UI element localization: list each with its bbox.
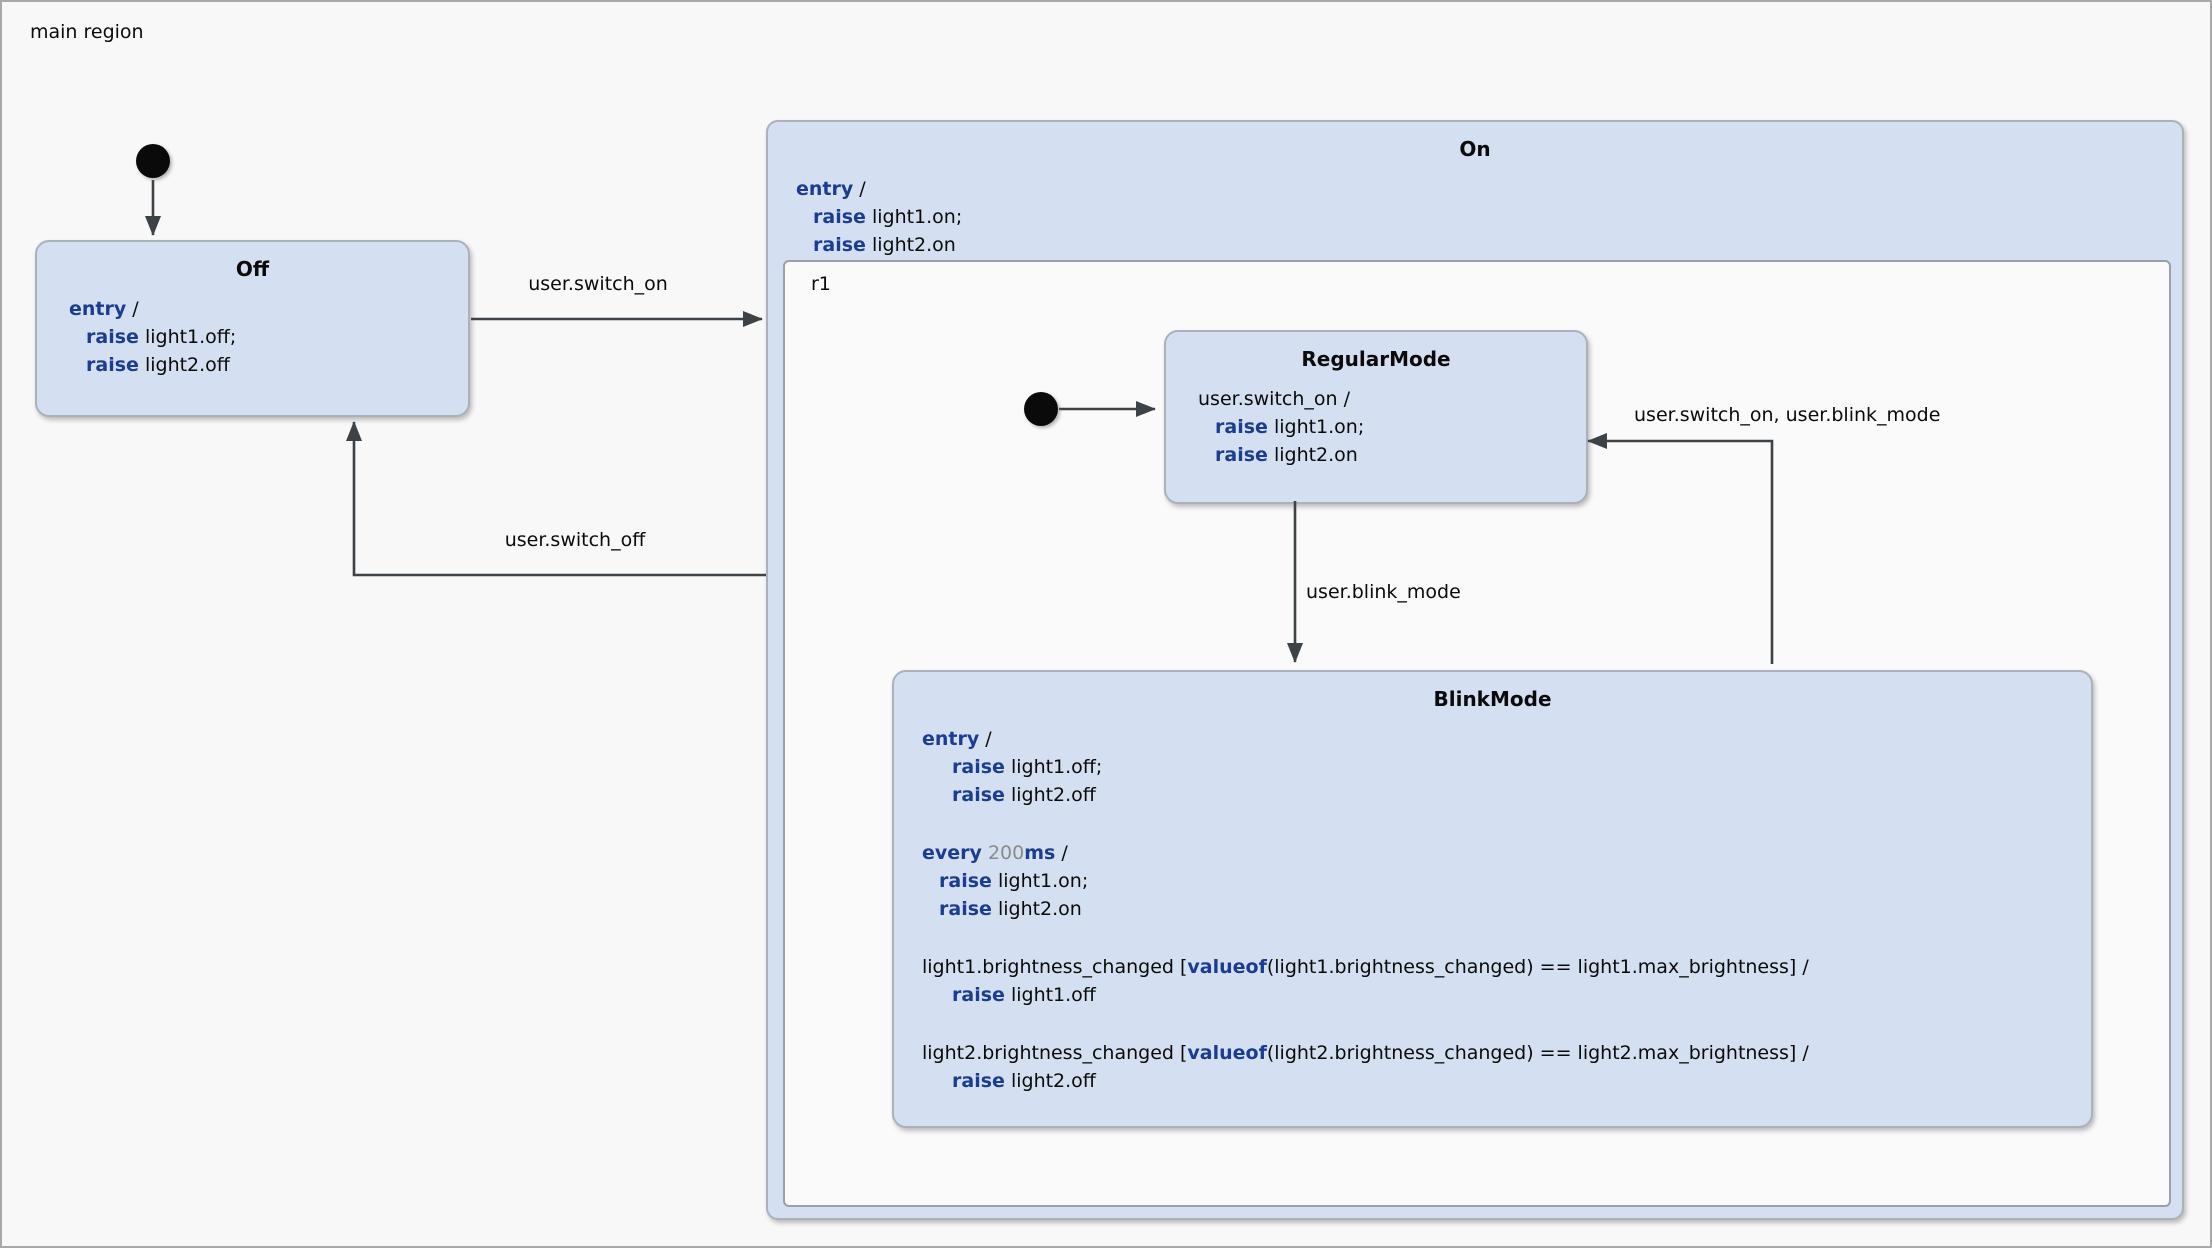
transition-label-back-to-regular[interactable]: user.switch_on, user.blink_mode: [1634, 404, 1941, 426]
transition-label-switch-on[interactable]: user.switch_on: [528, 273, 668, 295]
state-regular-mode-title: RegularMode: [1301, 347, 1451, 371]
code-text: light2.on: [1267, 444, 1358, 466]
code-text: (light1.brightness_changed) == light1.ma…: [1266, 956, 1809, 978]
keyword: raise: [952, 984, 1005, 1006]
code-text: light1.off;: [1004, 756, 1103, 778]
code-line: [922, 1009, 2091, 1039]
code-line: raise light1.off;: [69, 323, 468, 351]
transition-label-switch-off[interactable]: user.switch_off: [504, 529, 646, 551]
code-line: every 200ms /: [922, 839, 2091, 867]
keyword: raise: [813, 206, 866, 228]
code-line: raise light2.on: [796, 231, 2182, 259]
state-blink-mode-title: BlinkMode: [1433, 687, 1552, 711]
keyword: raise: [939, 870, 992, 892]
keyword: raise: [86, 354, 139, 376]
keyword: entry: [922, 728, 980, 750]
region-r1[interactable]: r1 RegularMode user.switch_on / raise lig…: [783, 260, 2171, 1207]
state-regular-mode[interactable]: RegularMode user.switch_on / raise light1…: [1164, 330, 1588, 504]
code-text: user.switch_on /: [1198, 388, 1350, 410]
code-line: raise light2.off: [922, 781, 2091, 809]
transition-label-blink-mode[interactable]: user.blink_mode: [1306, 581, 1461, 603]
code-text: /: [853, 178, 866, 200]
transition-switch-off-arrow[interactable]: [346, 421, 766, 577]
keyword: ms: [1024, 842, 1056, 864]
code-text: /: [1055, 842, 1068, 864]
code-line: light2.brightness_changed [valueof(light…: [922, 1039, 2091, 1067]
keyword: raise: [952, 1070, 1005, 1092]
state-regular-mode-behavior: user.switch_on /raise light1.on;raise li…: [1166, 373, 1586, 469]
state-off-behavior: entry /raise light1.off;raise light2.off: [37, 283, 468, 379]
state-off-title: Off: [235, 257, 270, 281]
keyword: raise: [813, 234, 866, 256]
keyword: raise: [1215, 444, 1268, 466]
code-text: light2.brightness_changed [: [922, 1042, 1188, 1064]
code-text: light1.on;: [991, 870, 1089, 892]
state-blink-mode-behavior: entry /raise light1.off;raise light2.off…: [894, 713, 2091, 1095]
code-line: entry /: [796, 175, 2182, 203]
state-on[interactable]: On entry /raise light1.on;raise light2.o…: [766, 120, 2184, 1220]
code-text: light2.off: [1004, 1070, 1096, 1092]
code-text: light2.off: [1004, 784, 1096, 806]
code-line: raise light1.off;: [922, 753, 2091, 781]
initial-state-dot-r1[interactable]: [1024, 392, 1058, 426]
state-blink-mode[interactable]: BlinkMode entry /raise light1.off;raise …: [892, 670, 2093, 1128]
code-line: raise light1.off: [922, 981, 2091, 1009]
code-line: entry /: [922, 725, 2091, 753]
code-text: /: [979, 728, 992, 750]
code-text: light2.on: [991, 898, 1082, 920]
keyword: raise: [952, 756, 1005, 778]
region-r1-label: r1: [811, 273, 831, 295]
code-line: raise light2.on: [1198, 441, 1586, 469]
code-line: raise light2.off: [69, 351, 468, 379]
code-line: light1.brightness_changed [valueof(light…: [922, 953, 2091, 981]
initial-state-dot-main[interactable]: [136, 144, 170, 178]
code-line: entry /: [69, 295, 468, 323]
code-line: raise light2.off: [922, 1067, 2091, 1095]
transition-back-to-regular-arrow[interactable]: [1587, 433, 1774, 664]
keyword: raise: [952, 784, 1005, 806]
state-on-title: On: [1459, 137, 1491, 161]
keyword: entry: [69, 298, 127, 320]
code-text: light2.off: [138, 354, 230, 376]
code-line: [922, 809, 2091, 839]
code-line: raise light1.on;: [922, 867, 2091, 895]
keyword: entry: [796, 178, 854, 200]
state-on-behavior: entry /raise light1.on;raise light2.on: [768, 163, 2182, 259]
main-region-label: main region: [30, 21, 144, 43]
keyword: raise: [1215, 416, 1268, 438]
number-literal: 200: [987, 842, 1025, 864]
code-line: [922, 923, 2091, 953]
code-line: raise light2.on: [922, 895, 2091, 923]
code-text: light1.on;: [1267, 416, 1365, 438]
code-line: user.switch_on /: [1198, 385, 1586, 413]
code-text: light1.on;: [865, 206, 963, 228]
code-line: raise light1.on;: [1198, 413, 1586, 441]
code-text: light2.on: [865, 234, 956, 256]
code-line: raise light1.on;: [796, 203, 2182, 231]
code-text: light1.brightness_changed [: [922, 956, 1188, 978]
code-text: (light2.brightness_changed) == light2.ma…: [1266, 1042, 1809, 1064]
keyword: valueof: [1187, 1042, 1267, 1064]
code-text: light1.off: [1004, 984, 1096, 1006]
keyword: valueof: [1187, 956, 1267, 978]
keyword: raise: [939, 898, 992, 920]
state-off[interactable]: Off entry /raise light1.off;raise light2…: [35, 240, 470, 417]
code-text: light1.off;: [138, 326, 237, 348]
keyword: raise: [86, 326, 139, 348]
code-text: /: [126, 298, 139, 320]
keyword: every: [922, 842, 982, 864]
